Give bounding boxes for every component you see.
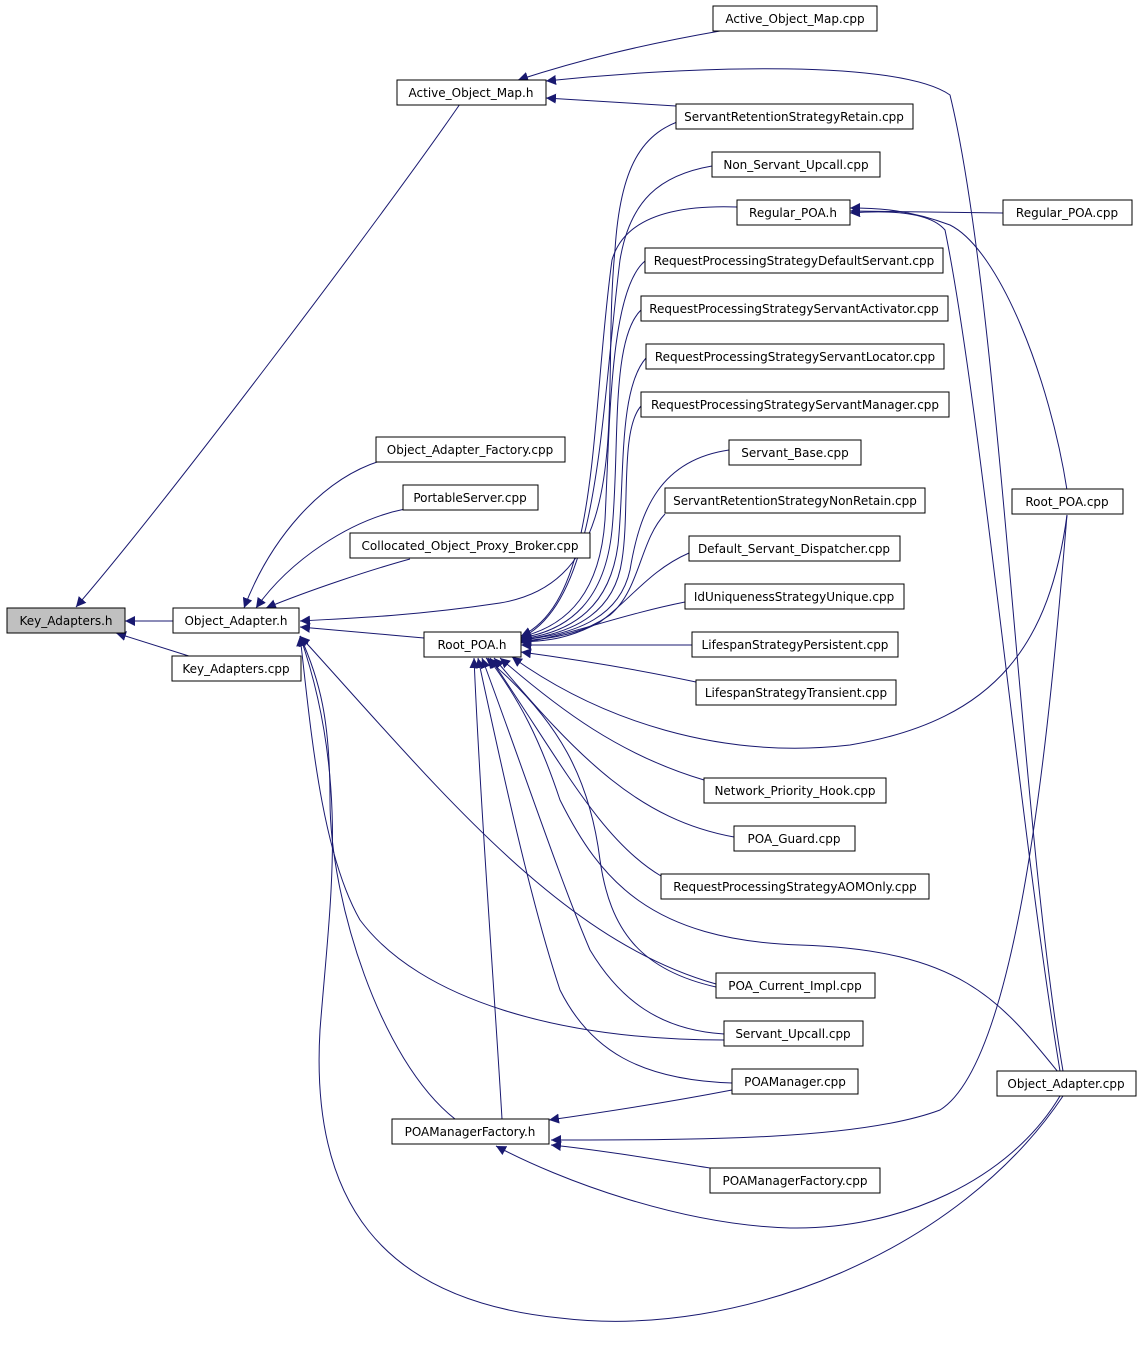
node-root-poa-cpp[interactable]: Root_POA.cpp [1012, 489, 1123, 514]
edge-poa-manager-factory-h-to-root-poa-h [474, 658, 502, 1119]
edge-lifespan-transient-cpp-to-root-poa-h [521, 652, 696, 682]
node-label: Collocated_Object_Proxy_Broker.cpp [362, 539, 579, 553]
node-regular-poa-h[interactable]: Regular_POA.h [737, 200, 850, 225]
node-label: Root_POA.cpp [1025, 495, 1108, 509]
node-label: PortableServer.cpp [413, 491, 526, 505]
node-label: Key_Adapters.cpp [182, 662, 289, 676]
node-non-servant-upcall-cpp[interactable]: Non_Servant_Upcall.cpp [712, 152, 880, 177]
node-lifespan-strategy-persistent-cpp[interactable]: LifespanStrategyPersistent.cpp [692, 632, 898, 657]
node-label: Default_Servant_Dispatcher.cpp [698, 542, 890, 556]
node-label: LifespanStrategyPersistent.cpp [702, 638, 889, 652]
node-label: Active_Object_Map.cpp [725, 12, 864, 26]
node-servant-retention-strategy-non-retain-cpp[interactable]: ServantRetentionStrategyNonRetain.cpp [665, 488, 925, 513]
node-poa-manager-factory-cpp[interactable]: POAManagerFactory.cpp [710, 1168, 880, 1193]
edge-poa-current-impl-cpp-to-object-adapter-h [300, 636, 716, 984]
node-root-poa-h[interactable]: Root_POA.h [424, 632, 521, 657]
node-label: Root_POA.h [437, 638, 506, 652]
node-label: LifespanStrategyTransient.cpp [705, 686, 887, 700]
node-rps-aom-only-cpp[interactable]: RequestProcessingStrategyAOMOnly.cpp [661, 874, 929, 899]
node-label: Servant_Base.cpp [741, 446, 849, 460]
node-key-adapters-cpp[interactable]: Key_Adapters.cpp [172, 656, 301, 681]
node-label: Regular_POA.h [749, 206, 837, 220]
edge-collocated-broker-cpp-to-object-adapter-h [266, 559, 410, 608]
node-lifespan-strategy-transient-cpp[interactable]: LifespanStrategyTransient.cpp [696, 680, 896, 705]
node-label: Active_Object_Map.h [409, 86, 534, 100]
node-label: Servant_Upcall.cpp [735, 1027, 850, 1041]
node-label: RequestProcessingStrategyServantLocator.… [655, 350, 935, 364]
edge-poa-manager-factory-cpp-to-poa-manager-factory-h [551, 1145, 710, 1168]
node-label: ServantRetentionStrategyRetain.cpp [684, 110, 904, 124]
edge-object-adapter-cpp-to-root-poa-h [488, 658, 1058, 1072]
node-network-priority-hook-cpp[interactable]: Network_Priority_Hook.cpp [704, 778, 886, 803]
edge-active-object-map-h-to-key-adapters-h [76, 104, 460, 607]
node-default-servant-dispatcher-cpp[interactable]: Default_Servant_Dispatcher.cpp [689, 536, 900, 561]
node-object-adapter-cpp[interactable]: Object_Adapter.cpp [997, 1071, 1136, 1096]
node-poa-current-impl-cpp[interactable]: POA_Current_Impl.cpp [716, 973, 875, 998]
node-label: Key_Adapters.h [19, 614, 112, 628]
node-key-adapters-h[interactable]: Key_Adapters.h [7, 608, 125, 633]
node-label: RequestProcessingStrategyAOMOnly.cpp [673, 880, 916, 894]
node-id-uniqueness-strategy-unique-cpp[interactable]: IdUniquenessStrategyUnique.cpp [685, 584, 904, 609]
node-label: POA_Current_Impl.cpp [728, 979, 862, 993]
node-servant-upcall-cpp[interactable]: Servant_Upcall.cpp [724, 1021, 863, 1046]
node-rps-servant-activator-cpp[interactable]: RequestProcessingStrategyServantActivato… [641, 296, 948, 321]
node-rps-servant-locator-cpp[interactable]: RequestProcessingStrategyServantLocator.… [646, 344, 944, 369]
node-label: ServantRetentionStrategyNonRetain.cpp [673, 494, 917, 508]
node-active-object-map-cpp[interactable]: Active_Object_Map.cpp [713, 6, 877, 31]
node-label: POA_Guard.cpp [748, 832, 841, 846]
edge-poa-manager-cpp-to-poa-manager-factory-h [549, 1090, 732, 1120]
node-collocated-object-proxy-broker-cpp[interactable]: Collocated_Object_Proxy_Broker.cpp [350, 533, 590, 558]
node-poa-guard-cpp[interactable]: POA_Guard.cpp [734, 826, 855, 851]
node-servant-retention-strategy-retain-cpp[interactable]: ServantRetentionStrategyRetain.cpp [676, 104, 913, 129]
node-label: POAManagerFactory.cpp [722, 1174, 867, 1188]
edge-object-adapter-cpp-to-object-adapter-h [300, 636, 1063, 1321]
node-label: Regular_POA.cpp [1016, 206, 1118, 220]
node-label: Object_Adapter.cpp [1007, 1077, 1124, 1091]
edge-servant-upcall-cpp-to-root-poa-h [482, 658, 724, 1034]
nodes: Key_Adapters.h Object_Adapter.h Key_Adap… [7, 6, 1136, 1193]
node-label: POAManagerFactory.h [405, 1125, 536, 1139]
node-active-object-map-h[interactable]: Active_Object_Map.h [397, 80, 546, 105]
node-label: RequestProcessingStrategyServantManager.… [651, 398, 939, 412]
node-label: RequestProcessingStrategyDefaultServant.… [654, 254, 934, 268]
edge-key-adapters-cpp-to-key-adapters-h [116, 633, 192, 657]
node-rps-default-servant-cpp[interactable]: RequestProcessingStrategyDefaultServant.… [645, 248, 943, 273]
node-portable-server-cpp[interactable]: PortableServer.cpp [403, 485, 538, 510]
node-regular-poa-cpp[interactable]: Regular_POA.cpp [1003, 200, 1132, 225]
node-poa-manager-cpp[interactable]: POAManager.cpp [732, 1069, 858, 1094]
node-rps-servant-manager-cpp[interactable]: RequestProcessingStrategyServantManager.… [641, 392, 949, 417]
node-poa-manager-factory-h[interactable]: POAManagerFactory.h [392, 1119, 549, 1144]
node-label: IdUniquenessStrategyUnique.cpp [694, 590, 894, 604]
edge-rps-aom-only-cpp-to-root-poa-h [490, 658, 661, 876]
node-servant-base-cpp[interactable]: Servant_Base.cpp [729, 440, 861, 465]
edge-srs-retain-cpp-to-active-object-map-h [546, 98, 676, 106]
node-object-adapter-factory-cpp[interactable]: Object_Adapter_Factory.cpp [376, 437, 565, 462]
node-label: RequestProcessingStrategyServantActivato… [649, 302, 939, 316]
node-label: Non_Servant_Upcall.cpp [723, 158, 868, 172]
node-label: Object_Adapter.h [184, 614, 287, 628]
node-object-adapter-h[interactable]: Object_Adapter.h [173, 608, 299, 633]
edge-poa-manager-factory-h-to-object-adapter-h [300, 636, 455, 1119]
node-label: Object_Adapter_Factory.cpp [387, 443, 553, 457]
edge-rps-servant-locator-cpp-to-root-poa-h [521, 358, 646, 639]
node-label: Network_Priority_Hook.cpp [714, 784, 875, 798]
node-label: POAManager.cpp [744, 1075, 846, 1089]
edge-root-poa-h-to-object-adapter-h [300, 627, 424, 638]
edge-active-object-map-cpp-to-active-object-map-h [518, 31, 720, 80]
edge-servant-upcall-cpp-to-object-adapter-h [300, 636, 724, 1040]
